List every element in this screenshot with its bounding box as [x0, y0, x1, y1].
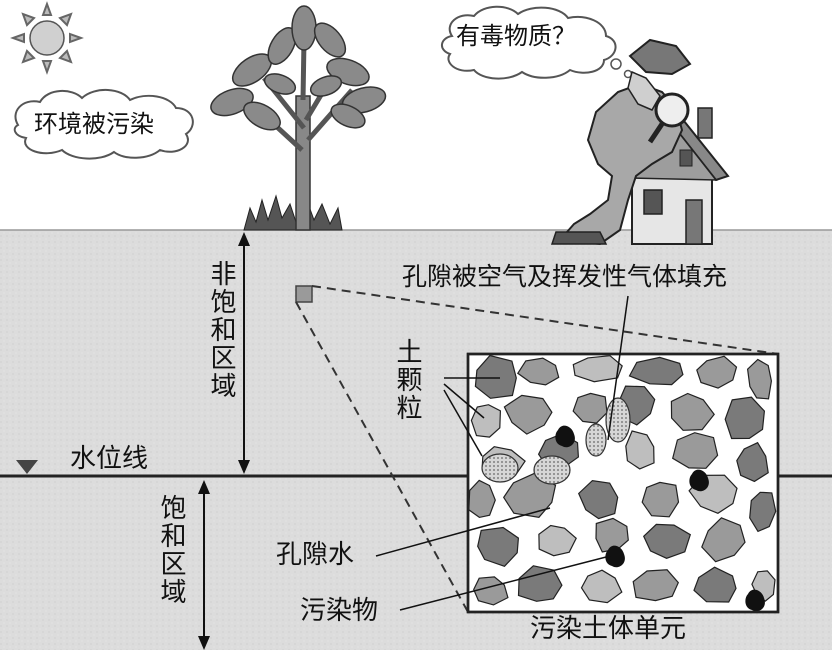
pollutant-blob: [555, 425, 575, 448]
gas-filled-pore: [533, 455, 571, 485]
sun-icon: [10, 1, 84, 75]
soil-grain: [670, 392, 715, 431]
soil-grain: [749, 491, 777, 533]
pollutant-blob: [745, 589, 765, 612]
label-unsaturated-zone: 非饱和区域: [206, 260, 236, 400]
gas-filled-pore: [585, 423, 607, 457]
soil-grain: [724, 396, 766, 440]
label-saturated-zone: 饱和区域: [156, 494, 186, 606]
soil-grain: [572, 392, 608, 424]
soil-grain: [696, 355, 738, 389]
soil-grain: [628, 356, 684, 386]
soil-grain: [625, 430, 655, 470]
soil-grain: [736, 441, 769, 483]
saturated-zone-arrow: [198, 480, 210, 650]
soil-grain: [595, 517, 629, 553]
soil-unit-box: [466, 352, 780, 614]
label-soil-particles: 土颗粒: [392, 338, 422, 422]
soil-grain: [642, 523, 692, 559]
cloud-toxic: [441, 5, 633, 80]
label-pollutant: 污染物: [300, 596, 379, 626]
soil-grain: [672, 432, 719, 469]
pollutant-blob: [605, 545, 625, 568]
soil-grain: [693, 566, 737, 603]
label-toxic-substance: 有毒物质？: [456, 22, 576, 50]
leader-lines: [375, 295, 629, 611]
label-contaminated-soil-unit: 污染土体单元: [530, 614, 687, 644]
tree-icon: [210, 5, 387, 231]
soil-grains: [468, 354, 777, 612]
soil-grain: [517, 565, 563, 602]
soil-grain: [746, 358, 773, 400]
soil-grain: [580, 569, 623, 604]
soil-grain: [701, 517, 746, 563]
zoom-line-top: [311, 285, 779, 355]
soil-grain: [641, 481, 680, 518]
label-environment-polluted: 环境被污染: [34, 110, 154, 138]
pollutant-blob: [689, 469, 709, 492]
triangle-down-icon: [16, 460, 38, 474]
gas-filled-pore: [481, 453, 519, 483]
soil-grain: [577, 479, 619, 520]
label-pore-water: 孔隙水: [276, 540, 355, 570]
sample-square: [295, 285, 313, 303]
soil-grain: [572, 355, 623, 383]
unsaturated-zone-arrow: [238, 232, 250, 474]
soil-grain: [516, 357, 560, 386]
detective-icon: [550, 38, 692, 246]
label-water-table: 水位线: [70, 444, 149, 474]
soil-grain: [503, 394, 553, 435]
gas-filled-pore: [605, 397, 631, 443]
cloud-environment: [13, 89, 194, 160]
soil-grain: [477, 526, 520, 567]
soil-grain: [538, 524, 577, 557]
soil-grain: [632, 569, 680, 602]
label-pores-air-gas: 孔隙被空气及挥发性气体填充: [402, 262, 728, 291]
